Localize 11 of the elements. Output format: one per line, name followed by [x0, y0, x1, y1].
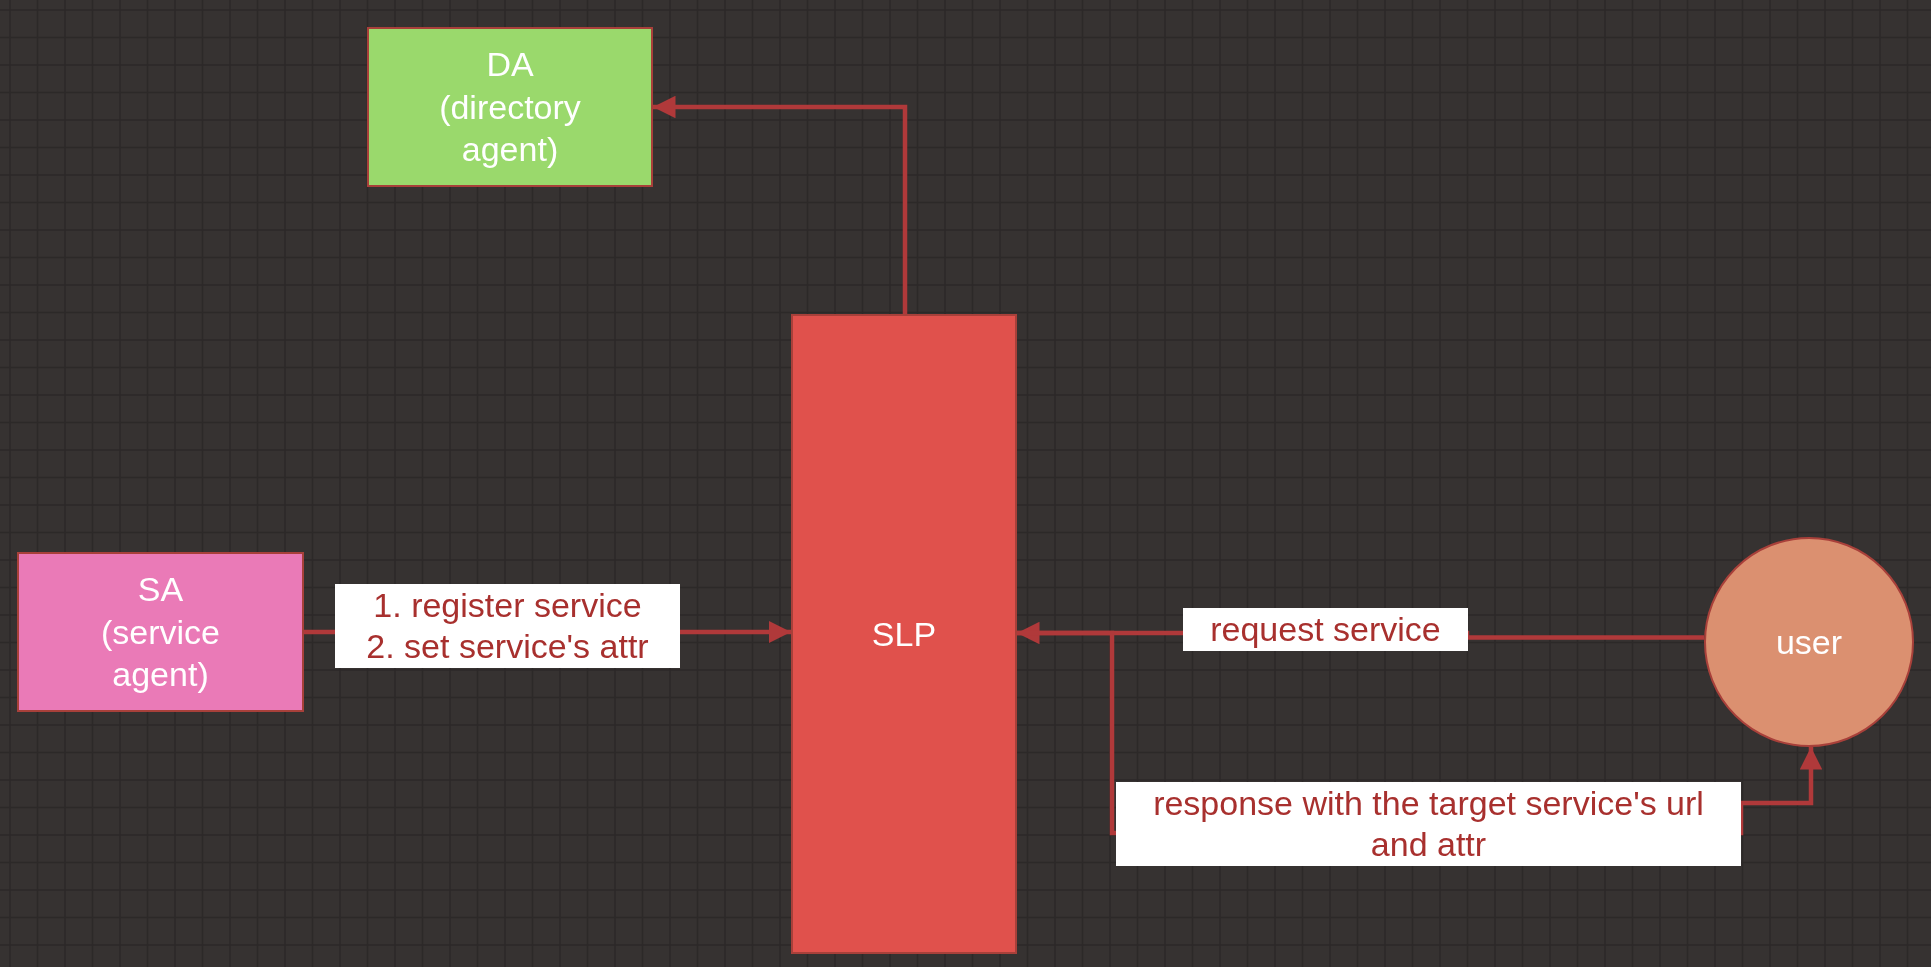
edge-label: 1. register service 2. set service's attr [335, 584, 680, 668]
node-label: DA (directory agent) [438, 44, 582, 171]
agent-box [17, 552, 304, 712]
node-label: user [1775, 621, 1843, 663]
edge-label: request service [1183, 608, 1468, 651]
agent-box [367, 27, 653, 187]
edge-label: response with the target service's url and attr [1116, 782, 1741, 866]
node-label: SLP [871, 613, 937, 655]
process-box [791, 314, 1017, 954]
arrow [653, 95, 908, 314]
node-label: SA (service agent) [100, 569, 221, 696]
